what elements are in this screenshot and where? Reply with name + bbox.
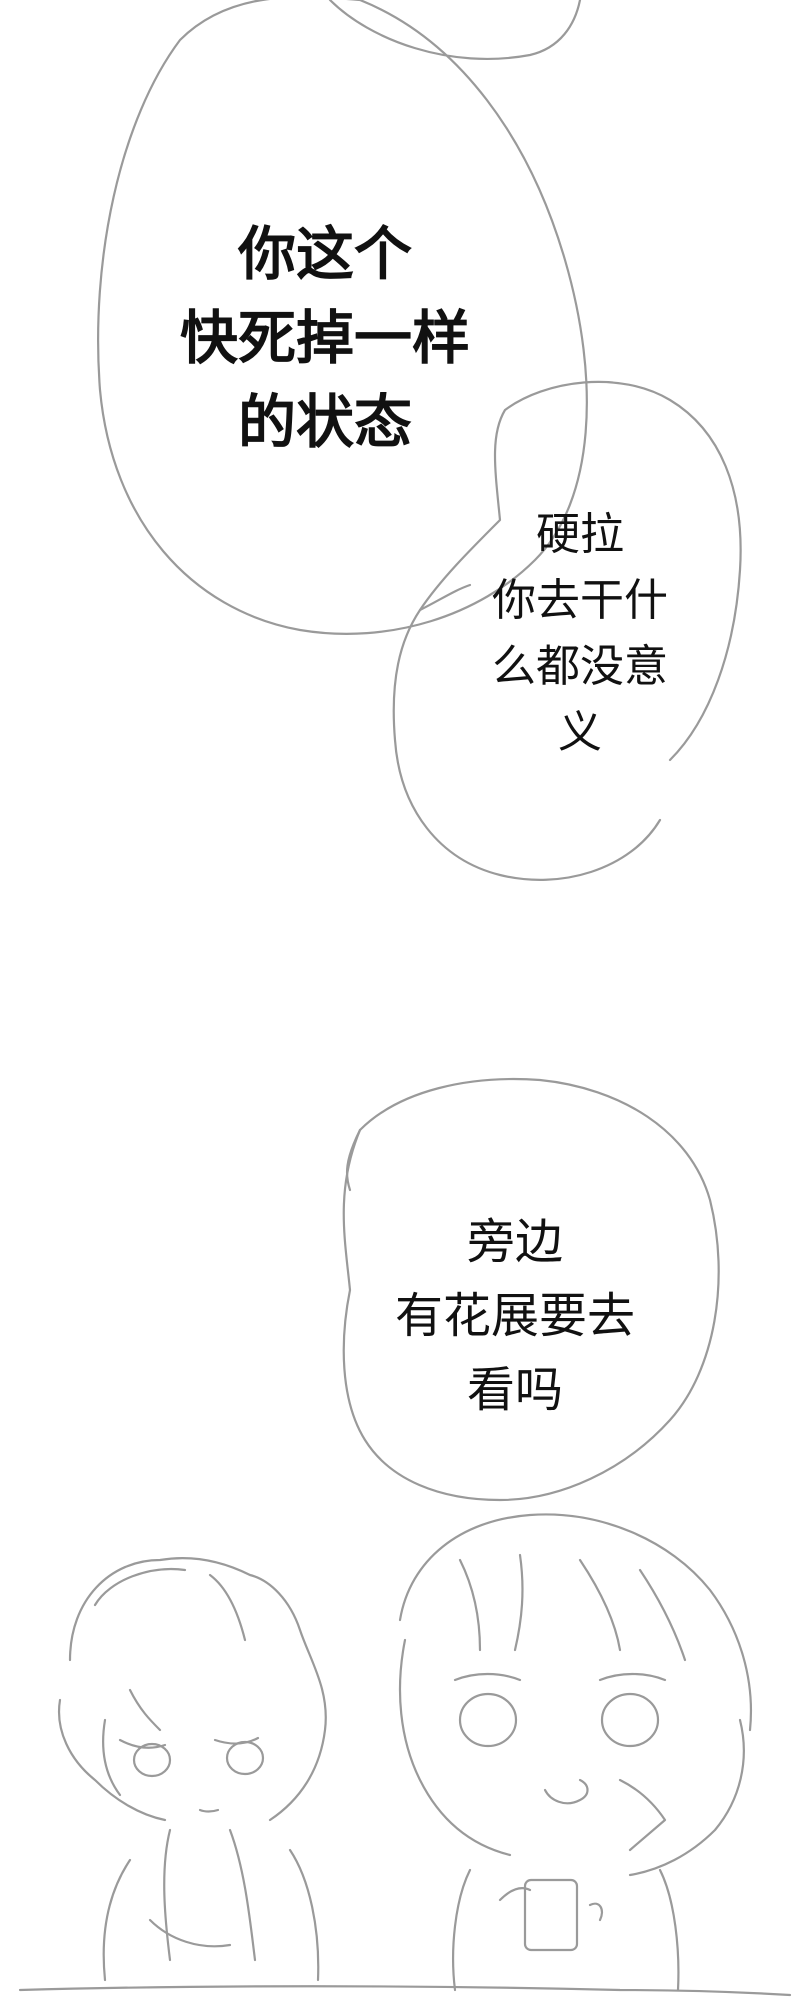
bubble-1-line-2: 快死掉一样	[179, 304, 470, 372]
speech-bubble-3	[342, 1077, 720, 1502]
character-right-drawing	[398, 1513, 753, 1992]
bubble-1-line-3: 的状态	[237, 388, 412, 456]
speech-bubble-2-tail	[418, 583, 472, 612]
bubble-3-line-1: 旁边	[466, 1214, 563, 1270]
bubble-3-line-3: 看吗	[466, 1362, 563, 1418]
bubble-1-line-1: 你这个	[237, 220, 412, 288]
top-bubble-edge	[328, 0, 582, 60]
speech-bubble-3-tail	[345, 1128, 362, 1192]
speech-bubble-1	[97, 0, 588, 635]
bubble-2-line-4: 义	[558, 707, 602, 758]
bench-line	[18, 1985, 792, 1997]
speech-bubble-3-text: 旁边 有花展要去 看吗	[340, 1205, 690, 1427]
bubble-2-line-3: 么都没意	[492, 641, 668, 692]
bubble-2-line-1: 硬拉	[536, 509, 624, 560]
bubble-3-line-2: 有花展要去	[394, 1288, 635, 1344]
character-left-drawing	[57, 1557, 327, 1982]
bubble-2-line-2: 你去干什	[492, 575, 668, 626]
speech-bubble-2	[392, 380, 742, 881]
speech-bubble-1-text: 你这个 快死掉一样 的状态	[120, 212, 530, 464]
speech-bubble-2-text: 硬拉 你去干什 么都没意 义	[455, 502, 705, 766]
